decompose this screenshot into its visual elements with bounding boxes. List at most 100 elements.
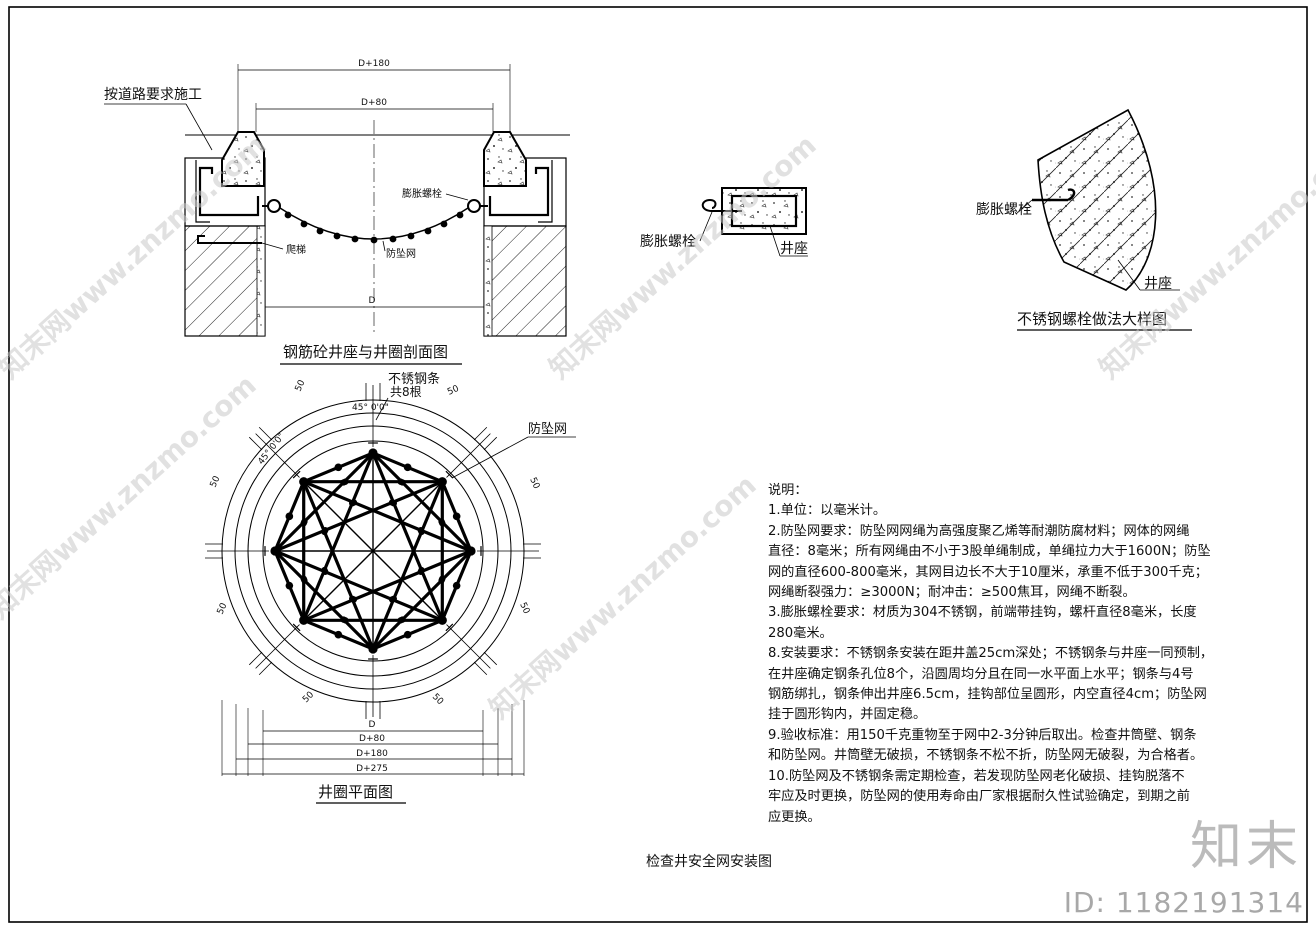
plan-bar-slot bbox=[258, 426, 273, 441]
section-dim-d: D bbox=[369, 296, 376, 306]
plan-net-knot bbox=[342, 478, 349, 485]
plan-net-knot bbox=[334, 630, 343, 639]
notes-line: 3.膨胀螺栓要求：材质为304不锈钢，前端带挂钩，螺杆直径8毫米，长度 bbox=[768, 605, 1197, 621]
notes-line: 应更换。 bbox=[768, 809, 821, 825]
plan-net-knot bbox=[452, 512, 461, 521]
detail-a-seat-label: 井座 bbox=[780, 241, 808, 257]
plan-net-knot bbox=[399, 616, 406, 623]
plan-bar-count: 共8根 bbox=[390, 385, 422, 399]
notes-line: 9.验收标准：用150千克重物至于网中2-3分钟后取出。检查井筒壁、钢条 bbox=[768, 727, 1197, 743]
detail-b-seat-label: 井座 bbox=[1144, 276, 1172, 292]
notes-line: 钢筋绑扎，钢条伸出井座6.5cm，挂钩部位呈圆形，内空直径4cm；防坠网 bbox=[768, 687, 1207, 703]
notes-line: 在井座确定钢条孔位8个，沿圆周均分且在同一水平面上水平；钢条与4号 bbox=[768, 666, 1194, 682]
plan-net-knot bbox=[368, 448, 378, 458]
plan-net-knot bbox=[368, 644, 378, 654]
plan-dim-50-5: 50 bbox=[216, 601, 230, 616]
watermark-brand: 知末 bbox=[1189, 817, 1302, 877]
section-net-label: 防坠网 bbox=[386, 247, 416, 260]
plan-bar-slot bbox=[248, 436, 263, 451]
detail-b: 膨胀螺栓 井座 不锈钢螺栓做法大样图 bbox=[976, 108, 1192, 331]
watermark-id: ID: 1182191314 bbox=[1063, 886, 1304, 919]
plan-dim-50-4: 50 bbox=[527, 476, 541, 491]
plan-net-knot bbox=[285, 512, 294, 521]
plan-net-knot bbox=[342, 617, 349, 624]
plan-dim-50-7: 50 bbox=[301, 690, 316, 705]
plan-net-knot bbox=[299, 615, 309, 625]
plan-net-knot bbox=[452, 581, 461, 590]
plan-net-knot bbox=[437, 615, 447, 625]
section-caption: 钢筋砼井座与井圈剖面图 bbox=[283, 343, 448, 361]
plan-dim-d180: D+180 bbox=[356, 749, 388, 759]
plan-bar-guide bbox=[446, 433, 491, 478]
plan-net-knot bbox=[417, 527, 425, 534]
plan-net-rope bbox=[273, 549, 375, 651]
plan-net-knot bbox=[438, 518, 445, 525]
plan-dim-d80: D+80 bbox=[359, 734, 385, 744]
plan-bar-hook bbox=[445, 470, 454, 479]
plan-bar-slot bbox=[473, 426, 488, 441]
detail-b-bolt-label: 膨胀螺栓 bbox=[976, 201, 1032, 218]
plan-dim-50-8: 50 bbox=[430, 692, 445, 707]
notes-line: 8.安装要求：不锈钢条安装在距井盖25cm深处；不锈钢条与井座一同预制， bbox=[768, 646, 1214, 662]
section-dim-d80: D+80 bbox=[361, 98, 387, 108]
notes-line: 说明： bbox=[768, 483, 808, 498]
notes-line: 网的直径600-800毫米，其网目边长不大于10厘米，承重不低于300千克； bbox=[768, 564, 1208, 580]
plan-net-knot bbox=[350, 499, 358, 506]
section-view: D+180 D+80 按道路要求施工 D 爬梯 bbox=[104, 59, 570, 365]
detail-a-bolt-label: 膨胀螺栓 bbox=[640, 233, 696, 250]
plan-net-knot bbox=[350, 596, 358, 603]
sheet-title: 检查井安全网安装图 bbox=[646, 853, 772, 870]
notes-block: 说明： 1.单位：以毫米计。 2.防坠网要求：防坠网网绳为高强度聚乙烯等耐潮防腐材料… bbox=[768, 481, 1288, 828]
notes-line: 2.防坠网要求：防坠网网绳为高强度聚乙烯等耐潮防腐材料；网体的网绳 bbox=[768, 523, 1190, 539]
plan-bar-slot bbox=[258, 661, 273, 676]
plan-dim-d: D bbox=[369, 720, 376, 730]
plan-bar-slot bbox=[248, 651, 263, 666]
plan-net-rope bbox=[302, 481, 375, 650]
plan-net-knot bbox=[388, 499, 396, 506]
plan-bar-guide bbox=[446, 624, 491, 669]
notes-line: 挂于圆形钩内，并固定稳。 bbox=[768, 707, 927, 723]
plan-net-knot bbox=[321, 528, 328, 536]
plan-dim-50-2: 50 bbox=[446, 384, 461, 398]
plan-net-label: 防坠网 bbox=[528, 421, 567, 437]
plan-net-knot bbox=[299, 477, 309, 487]
plan-bar-guide bbox=[255, 624, 300, 669]
watermark-4: 知末网www.znzmo.com bbox=[0, 368, 263, 625]
plan-net-rope bbox=[303, 480, 472, 553]
detail-a: 膨胀螺栓 井座 bbox=[640, 187, 808, 257]
plan-bar-slot bbox=[473, 661, 488, 676]
plan-net-knot bbox=[334, 463, 343, 472]
plan-dim-50-1: 50 bbox=[294, 378, 308, 393]
plan-net-knot bbox=[439, 575, 446, 582]
plan-dim-d275: D+275 bbox=[356, 764, 388, 774]
plan-net-rope bbox=[303, 481, 443, 621]
plan-bar-slot bbox=[483, 651, 498, 666]
notes-line: 网绳断裂强力：≥3000N；耐冲击：≥500焦耳，网绳不断裂。 bbox=[768, 585, 1136, 601]
plan-view: 不锈钢条 共8根 45° 0'0" 45° 0'0" 防坠网 50 50 50 … bbox=[205, 371, 576, 804]
plan-bar-hook bbox=[292, 623, 301, 632]
plan-dim-50-3: 50 bbox=[209, 474, 223, 489]
section-bolt-label: 膨胀螺栓 bbox=[402, 187, 442, 200]
sheet-border bbox=[8, 6, 1308, 923]
notes-line: 1.单位：以毫米计。 bbox=[768, 503, 887, 519]
plan-bar-guide bbox=[255, 433, 300, 478]
plan-bar-hook bbox=[445, 623, 454, 632]
plan-dim-50-6: 50 bbox=[517, 601, 531, 616]
plan-bar-label: 不锈钢条 bbox=[388, 371, 440, 387]
plan-net-knot bbox=[403, 630, 412, 639]
plan-net-knot bbox=[397, 478, 404, 485]
notes-line: 和防坠网。井筒壁无破损，不锈钢条不松不折，防坠网无破裂，为合格者。 bbox=[768, 748, 1204, 764]
plan-caption: 井圈平面图 bbox=[318, 783, 393, 801]
plan-net-knot bbox=[418, 566, 425, 574]
section-ladder-label: 爬梯 bbox=[286, 243, 306, 256]
watermark-5: 知末网www.znzmo.com bbox=[483, 468, 763, 725]
plan-bar-slot bbox=[483, 436, 498, 451]
notes-line: 10.防坠网及不锈钢条需定期检查，若发现防坠网老化破损、挂钩脱落不 bbox=[768, 768, 1185, 784]
plan-net-knot bbox=[390, 595, 397, 603]
notes-line: 直径：8毫米；所有网绳由不小于3股单绳制成，单绳拉力大于1600N；防坠 bbox=[768, 544, 1211, 560]
section-dim-d180: D+180 bbox=[358, 59, 390, 69]
plan-net-knot bbox=[301, 577, 308, 584]
detail-b-caption: 不锈钢螺栓做法大样图 bbox=[1017, 310, 1167, 328]
plan-net-knot bbox=[285, 581, 294, 590]
